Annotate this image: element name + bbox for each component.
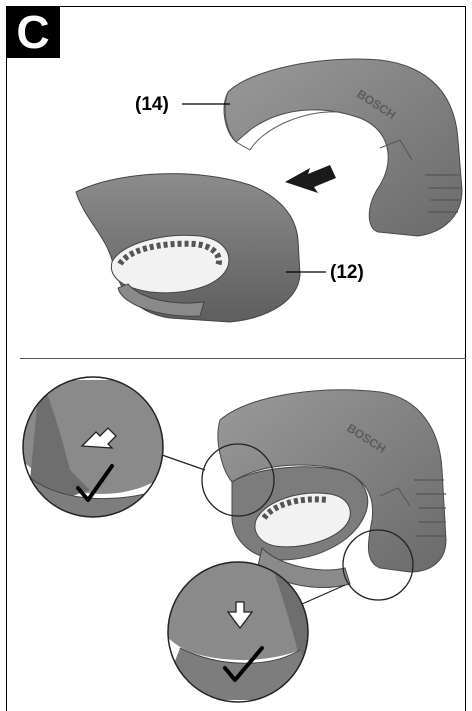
guard-12-illustration [76, 174, 300, 322]
detail-circle-left [20, 375, 170, 520]
slide-direction-arrow [285, 165, 336, 193]
